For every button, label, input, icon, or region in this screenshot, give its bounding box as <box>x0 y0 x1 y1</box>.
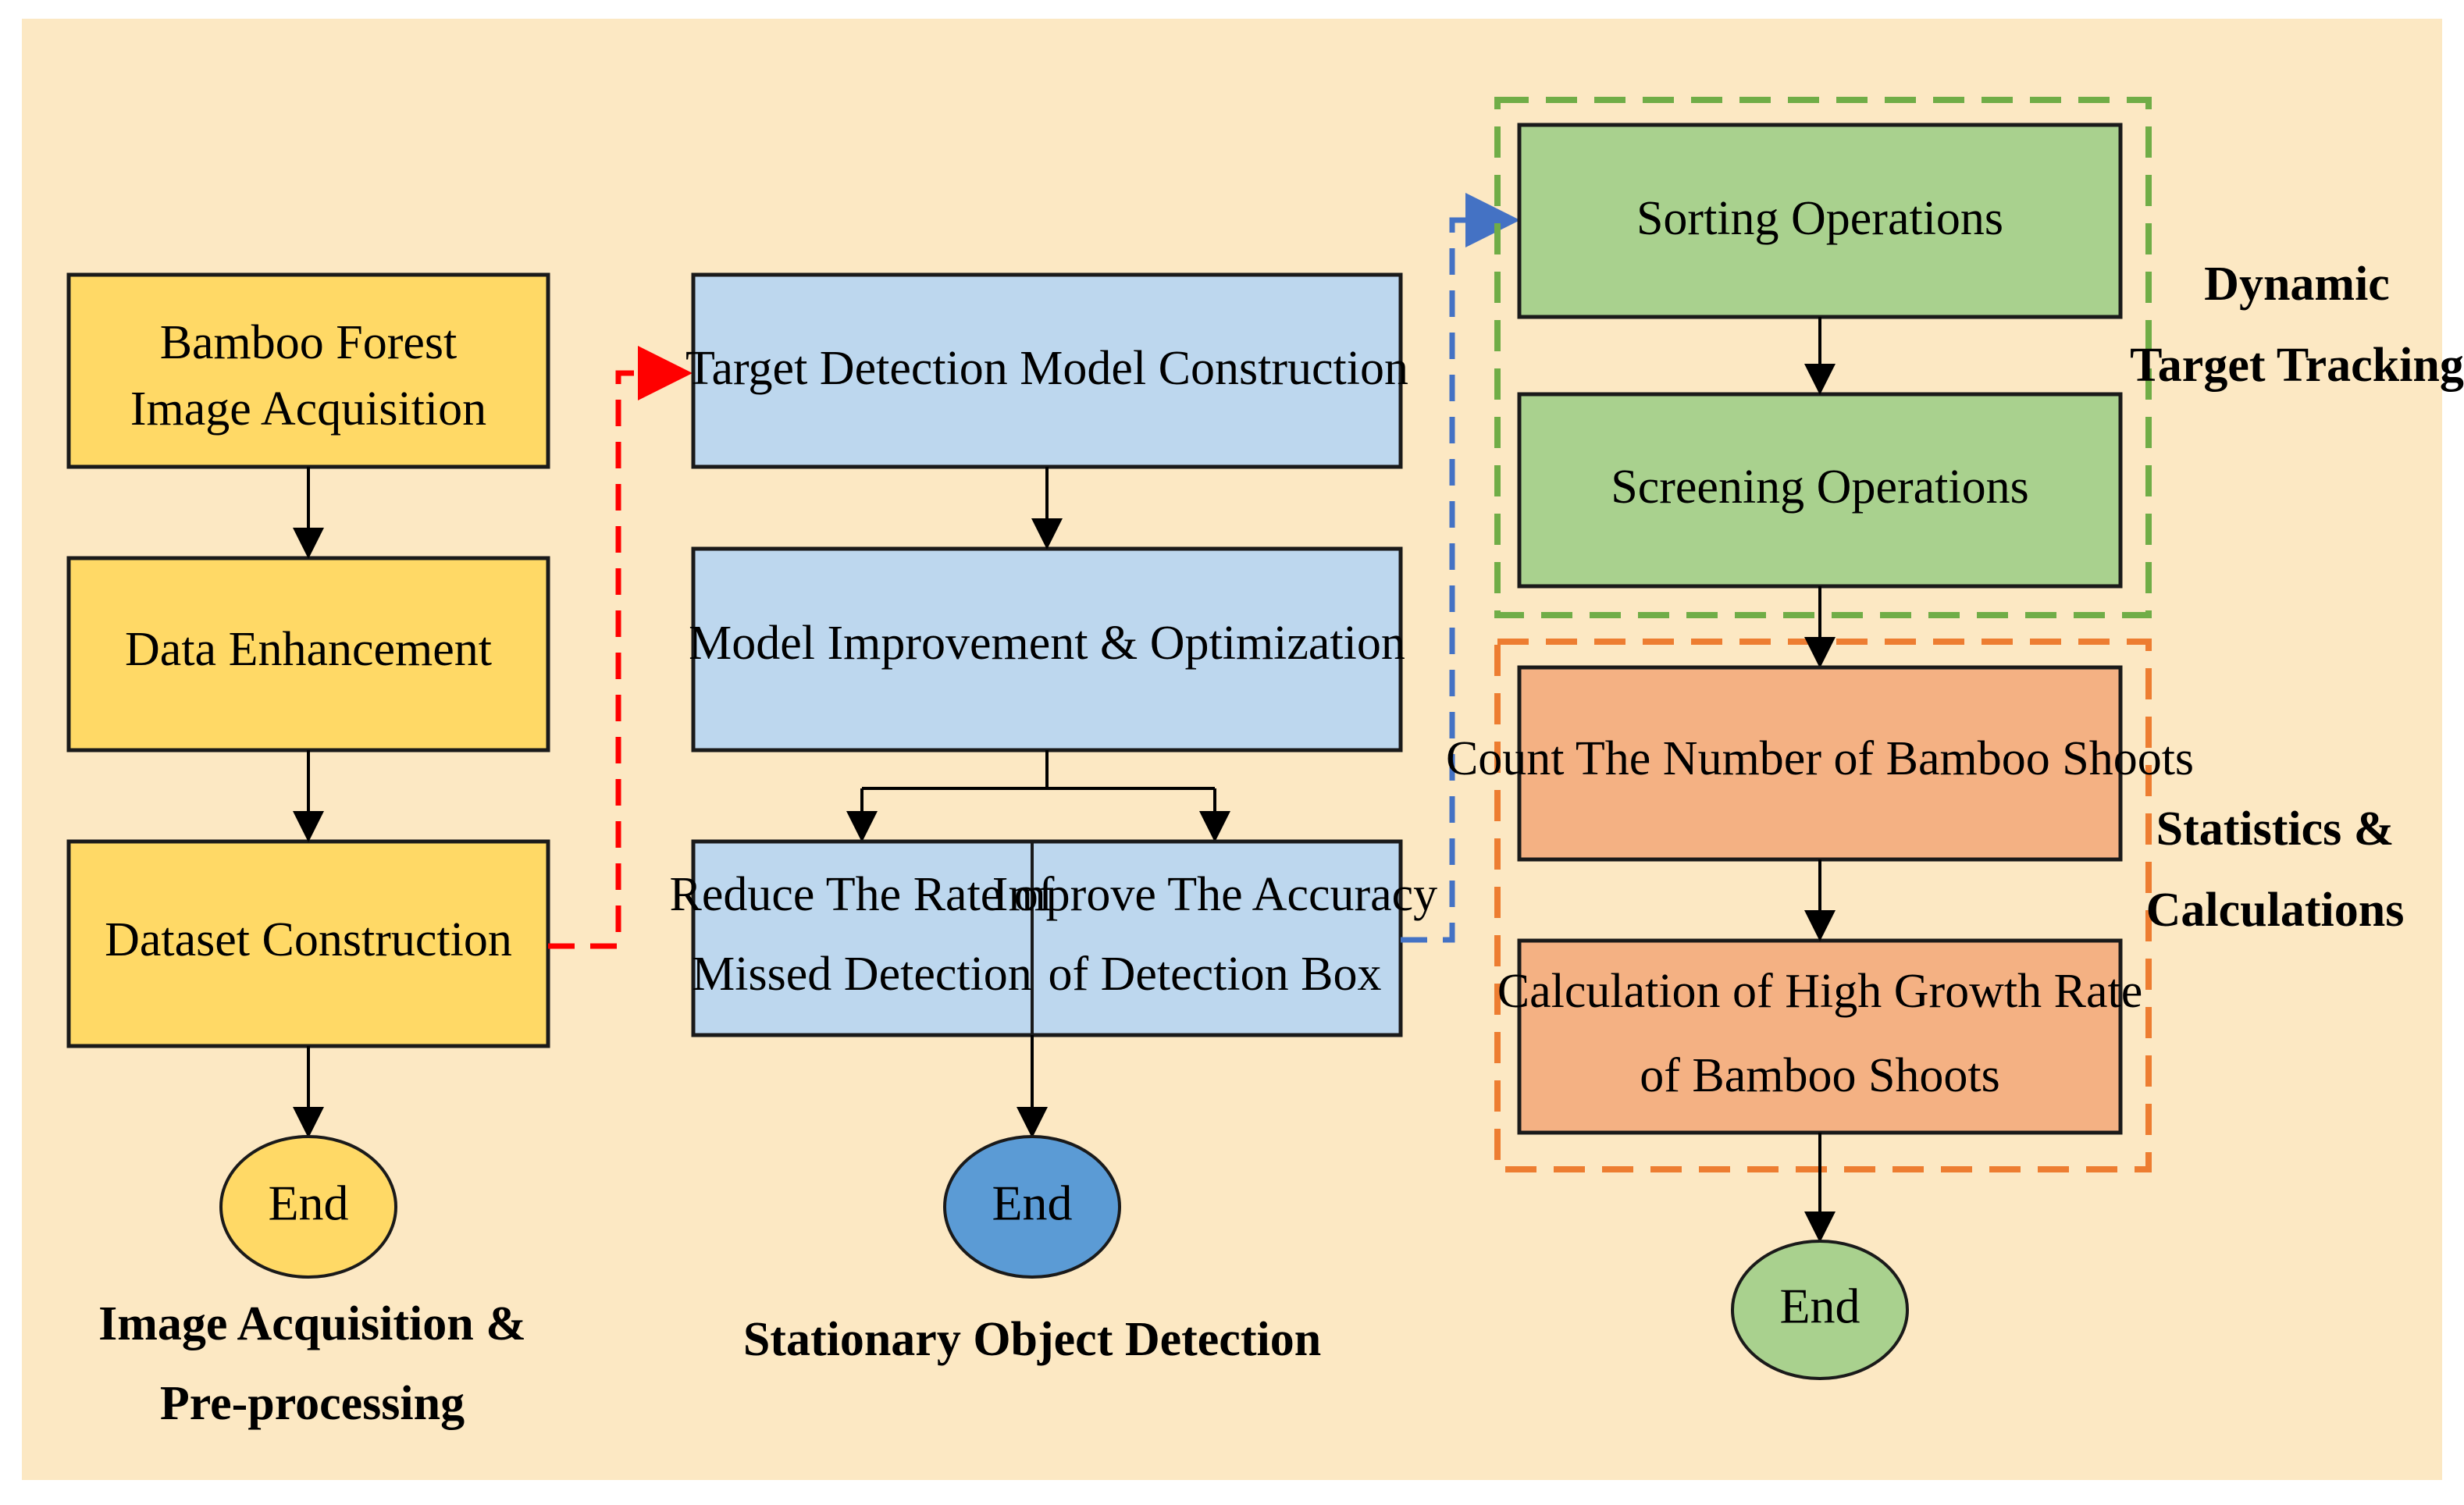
box-dataset-construction-label: Dataset Construction <box>105 913 512 966</box>
group-title-acquisition-2: Pre-processing <box>160 1377 465 1430</box>
group-title-detection: Stationary Object Detection <box>743 1313 1321 1366</box>
group-border-statistics <box>1494 639 2152 1172</box>
end-node-statistics-label: End <box>1779 1279 1860 1334</box>
box-reduce-missed-detection-label: Reduce The Rate of <box>670 868 1055 921</box>
group-title-statistics: Statistics & <box>2156 802 2395 856</box>
connector-blue-dashed <box>1401 193 1520 943</box>
box-improve-accuracy-label: Improve The Accuracy <box>992 868 1437 921</box>
end-node-detection-label: End <box>992 1176 1072 1231</box>
box-target-detection-model-construction-label: Target Detection Model Construction <box>685 342 1408 395</box>
box-bamboo-forest-image-acquisition-label-2: Image Acquisition <box>130 382 486 436</box>
box-data-enhancement <box>66 556 550 752</box>
box-model-improvement-optimization-label: Model Improvement & Optimization <box>689 617 1405 670</box>
box-high-growth-rate <box>1517 938 2123 1135</box>
end-node-acquisition-label: End <box>268 1176 348 1231</box>
box-target-detection-model-construction <box>691 272 1403 469</box>
box-count-bamboo-shoots-label: Count The Number of Bamboo Shoots <box>1446 732 2194 785</box>
end-node-statistics <box>1731 1240 1909 1380</box>
box-model-improvement-optimization <box>691 546 1403 752</box>
end-node-acquisition <box>219 1135 397 1279</box>
end-node-detection <box>943 1135 1121 1279</box>
box-sorting-operations-label: Sorting Operations <box>1636 192 2003 245</box>
box-high-growth-rate-label: Calculation of High Growth Rate <box>1497 965 2143 1018</box>
box-reduce-missed-detection-label-2: Missed Detection <box>692 948 1032 1001</box>
box-split-detection <box>691 839 1403 1037</box>
box-bamboo-forest-image-acquisition-label: Bamboo Forest <box>160 316 458 369</box>
connector-red-dashed <box>548 346 693 949</box>
group-title-tracking: Dynamic <box>2204 258 2390 311</box>
box-improve-accuracy-label-2: of Detection Box <box>1048 948 1381 1001</box>
box-high-growth-rate-label-2: of Bamboo Shoots <box>1640 1049 2000 1102</box>
box-data-enhancement-label: Data Enhancement <box>125 623 492 676</box>
box-bamboo-forest-image-acquisition <box>66 272 550 469</box>
box-screening-operations-label: Screening Operations <box>1611 461 2028 514</box>
group-title-tracking-2: Target Tracking <box>2130 339 2464 392</box>
box-sorting-operations <box>1517 123 2123 319</box>
group-title-statistics-2: Calculations <box>2146 884 2405 937</box>
box-screening-operations <box>1517 392 2123 589</box>
group-title-acquisition: Image Acquisition & <box>98 1297 526 1350</box>
box-count-bamboo-shoots <box>1517 665 2123 862</box>
